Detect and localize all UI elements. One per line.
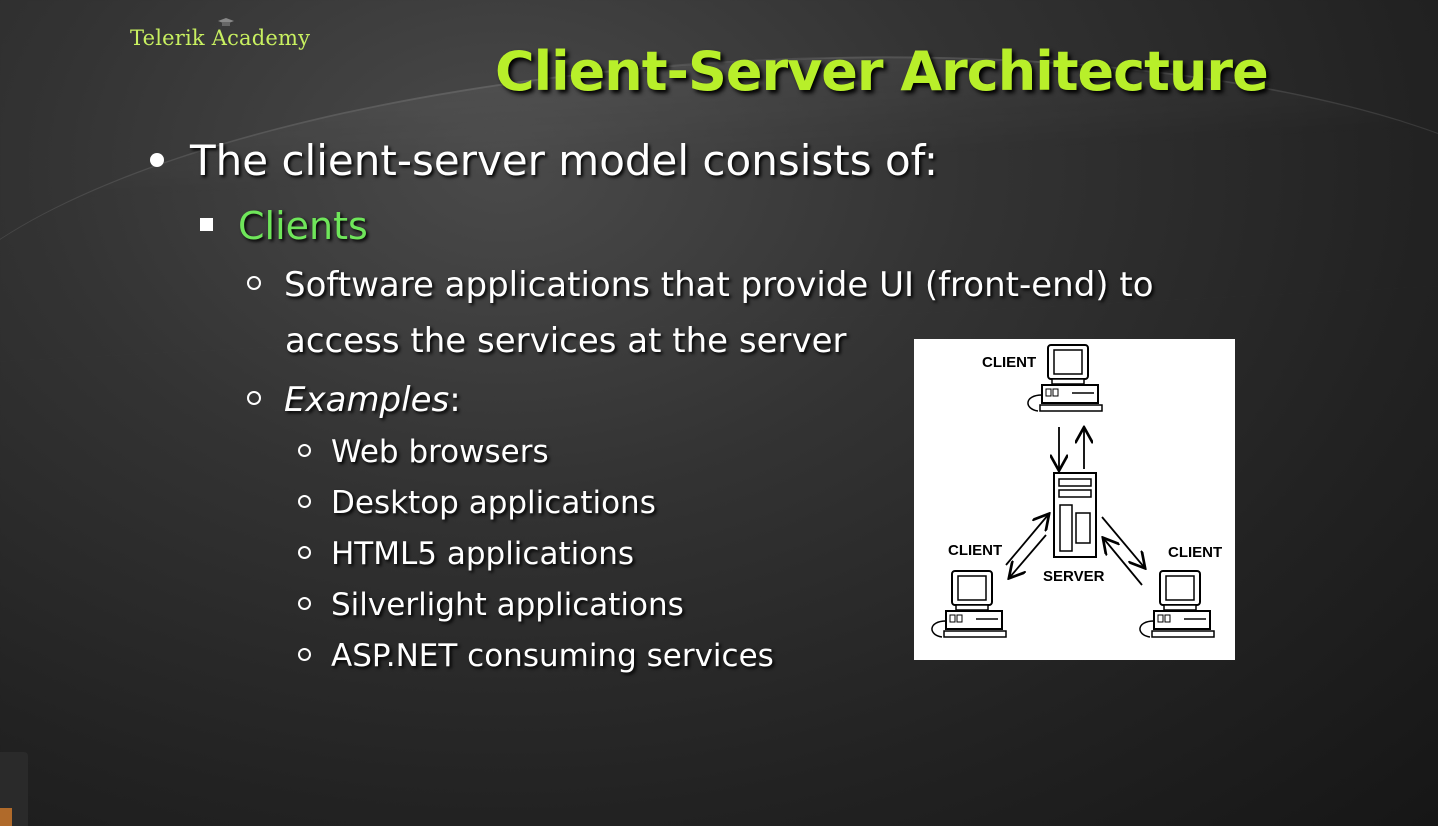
logo-text: Telerik Academy: [130, 26, 311, 50]
bottom-left-tab[interactable]: [0, 752, 28, 826]
bullet-dot-icon: [150, 152, 164, 167]
bullet-ring-icon: [247, 390, 261, 405]
bullet-level1: The client-server model consists of:: [150, 136, 938, 185]
diagram-svg: CLIENT CLIENT CLIENT SERVER: [930, 344, 1222, 638]
example-item: Desktop applications: [298, 485, 656, 521]
telerik-academy-logo: Telerik Academy: [130, 18, 311, 50]
example-item: Silverlight applications: [298, 587, 684, 623]
client-server-diagram: CLIENT CLIENT CLIENT SERVER: [914, 339, 1235, 660]
bullet-level2-clients: Clients: [200, 204, 368, 248]
example-item-text: ASP.NET consuming services: [331, 638, 774, 674]
bullet-ring-icon: [298, 495, 311, 508]
example-item-text: HTML5 applications: [331, 536, 634, 572]
bullet-square-icon: [200, 218, 213, 231]
label-right-client: CLIENT: [1168, 544, 1222, 561]
top-client-computer-icon: [1026, 344, 1103, 412]
graduation-cap-icon: [218, 18, 234, 26]
bullet-ring-icon: [298, 648, 311, 661]
orange-thumbnail-icon: [0, 808, 12, 826]
bullet-level3-software: Software applications that provide UI (f…: [247, 265, 1154, 305]
bullet-level1-text: The client-server model consists of:: [190, 136, 939, 185]
label-left-client: CLIENT: [948, 542, 1002, 559]
example-item: HTML5 applications: [298, 536, 634, 572]
bullet-level3-examples: Examples:: [247, 380, 461, 420]
bullet-level3-text: Software applications that provide UI (f…: [284, 265, 1154, 305]
label-top-client: CLIENT: [982, 354, 1036, 371]
bullet-ring-icon: [247, 275, 261, 290]
example-item-text: Desktop applications: [331, 485, 656, 521]
example-item-text: Web browsers: [331, 434, 549, 470]
left-client-computer-icon: [930, 570, 1007, 638]
right-client-computer-icon: [1138, 570, 1215, 638]
bullet-level3-continuation: access the services at the server: [285, 321, 847, 361]
bullet-ring-icon: [298, 546, 311, 559]
server-tower-icon: [1053, 472, 1097, 558]
example-item-text: Silverlight applications: [331, 587, 684, 623]
bullet-ring-icon: [298, 597, 311, 610]
label-server: SERVER: [1043, 568, 1105, 585]
bullet-level2-text: Clients: [238, 204, 368, 248]
examples-colon: :: [449, 380, 461, 420]
slide-title: Client-Server Architecture: [495, 40, 1269, 103]
bullet-ring-icon: [298, 444, 311, 457]
example-item: ASP.NET consuming services: [298, 638, 774, 674]
example-item: Web browsers: [298, 434, 549, 470]
examples-label: Examples: [284, 380, 450, 420]
